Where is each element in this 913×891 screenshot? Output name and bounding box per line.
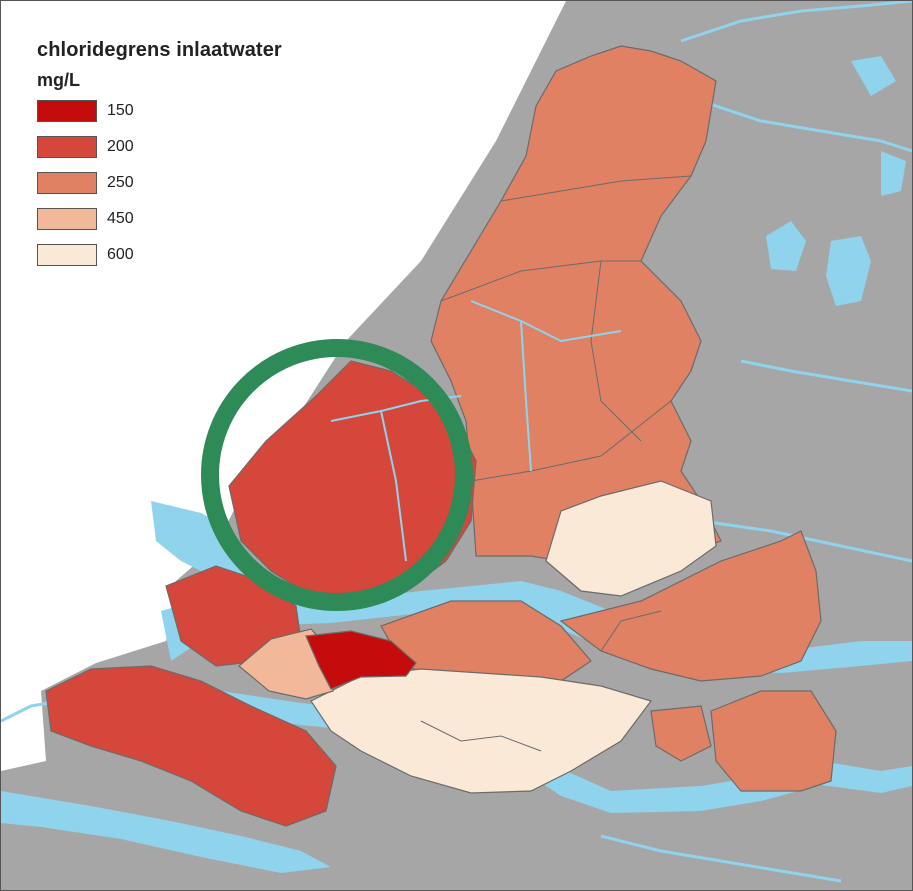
polder-boundary [470,400,672,482]
legend-title: chloridegrens inlaatwater [37,39,282,61]
river [740,359,912,393]
legend-swatch [37,172,97,194]
legend-swatch [37,208,97,230]
region-600-south [310,668,652,794]
legend-item-600: 600 [37,242,282,268]
region-250-southeast [710,690,837,792]
estuary-water [1,791,331,873]
river [680,1,912,43]
river [700,519,912,563]
highlight-circle [201,339,473,611]
river [700,99,912,153]
region-200-westland [228,360,477,602]
legend-label: 450 [107,210,134,227]
legend-label: 150 [107,102,134,119]
polder-boundary [500,175,692,202]
legend-label: 600 [107,246,134,263]
legend-item-450: 450 [37,206,282,232]
region-250-small [650,705,712,762]
legend-item-150: 150 [37,98,282,124]
legend-swatch [37,136,97,158]
lake [826,236,871,306]
legend-item-200: 200 [37,134,282,160]
legend: chloridegrens inlaatwater mg/L 150 200 2… [37,39,282,278]
canal [470,300,622,343]
canal [520,320,532,472]
legend-unit: mg/L [37,70,80,90]
polder-boundary [600,610,662,652]
region-250-east [559,530,822,682]
polder-boundary [420,720,542,752]
legend-label: 200 [107,138,134,155]
polder-boundary [590,260,642,442]
lake [851,56,896,96]
region-150 [305,630,417,690]
region-200-goeree [45,665,337,827]
lake [766,221,806,271]
canal [380,410,407,562]
legend-item-250: 250 [37,170,282,196]
region-600-north [545,480,717,597]
coastal-inlet-water [151,501,251,581]
lake [881,151,906,196]
river [600,834,842,883]
legend-label: 250 [107,174,134,191]
polder-boundary [440,260,641,302]
legend-swatch [37,244,97,266]
region-250-north [430,45,722,572]
legend-swatch [37,100,97,122]
